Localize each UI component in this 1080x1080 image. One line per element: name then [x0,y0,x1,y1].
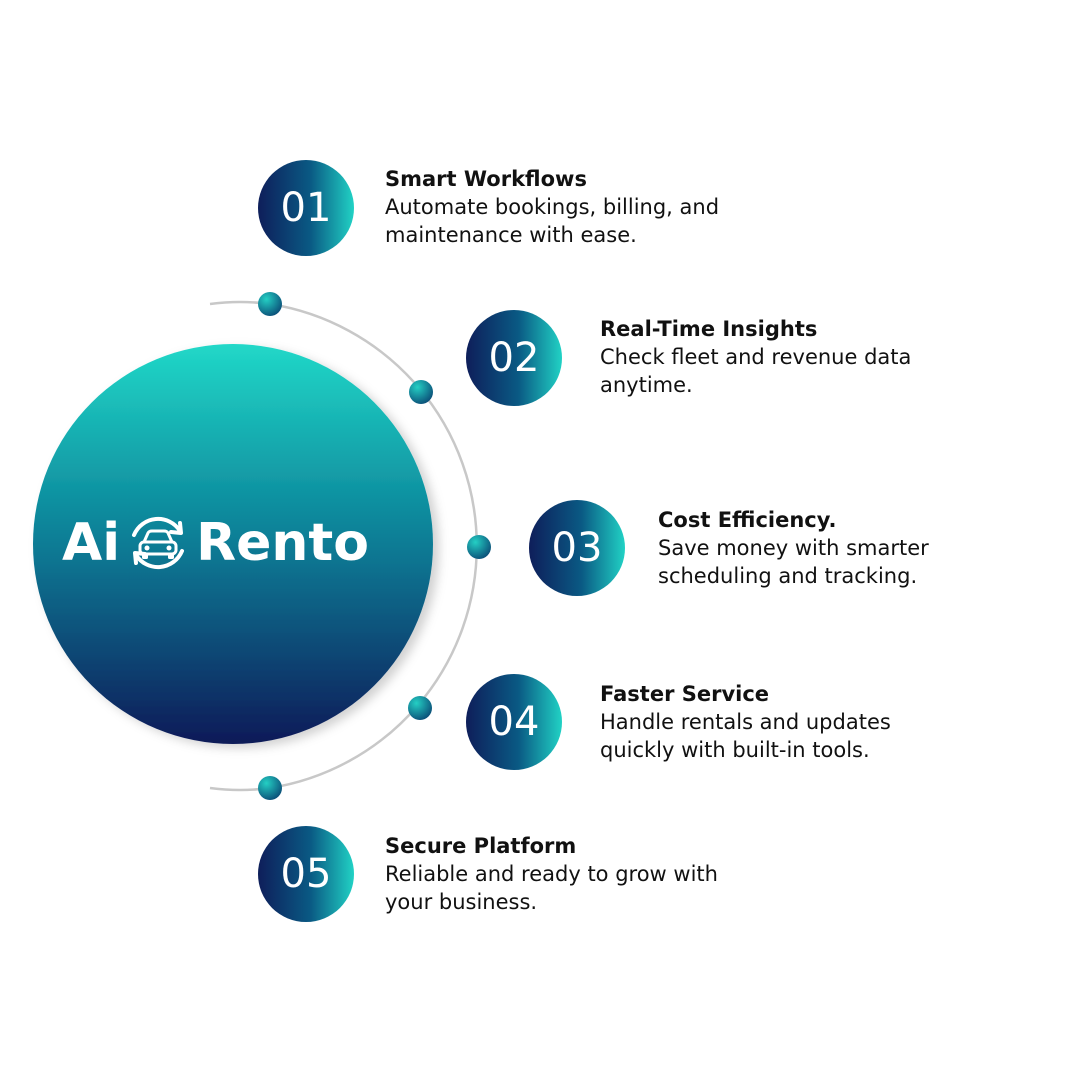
orbit-dot-2 [409,380,433,404]
step-title: Real-Time Insights [600,317,818,341]
step-number: 01 [280,185,332,231]
step-number: 02 [488,335,540,381]
step-desc-line: maintenance with ease. [385,223,637,247]
step-badge-05: 05 [258,826,354,922]
step-badge-02: 02 [466,310,562,406]
step-desc-line: anytime. [600,373,693,397]
step-desc-line: Reliable and ready to grow with [385,862,718,886]
step-title: Cost Efficiency. [658,508,837,532]
car-refresh-icon [132,516,185,570]
step-number: 04 [488,699,540,745]
brand-word-rento: Rento [196,513,369,573]
step-number: 05 [280,851,332,897]
step-number: 03 [551,525,603,571]
orbit-dot-5 [258,776,282,800]
step-badge-03: 03 [529,500,625,596]
step-desc-line: Check fleet and revenue data [600,345,912,369]
step-text-02: Real-Time Insights Check fleet and reven… [600,315,1020,399]
orbit-dot-1 [258,292,282,316]
brand-word-ai: Ai [62,513,121,573]
step-title: Smart Workflows [385,167,587,191]
step-text-04: Faster Service Handle rentals and update… [600,680,1020,764]
step-desc-line: scheduling and tracking. [658,564,918,588]
step-desc-line: Save money with smarter [658,536,929,560]
step-title: Secure Platform [385,834,577,858]
step-desc-line: Automate bookings, billing, and [385,195,720,219]
step-text-01: Smart Workflows Automate bookings, billi… [385,165,805,249]
step-badge-01: 01 [258,160,354,256]
step-desc-line: quickly with built-in tools. [600,738,870,762]
step-title: Faster Service [600,682,770,706]
brand-logo: Ai Rento [62,505,392,581]
step-desc-line: your business. [385,890,538,914]
step-desc-line: Handle rentals and updates [600,710,891,734]
step-text-03: Cost Efficiency. Save money with smarter… [658,506,1078,590]
orbit-dot-4 [408,696,432,720]
orbit-dot-3 [467,535,491,559]
hub-circle [33,344,433,744]
step-badge-04: 04 [466,674,562,770]
step-text-05: Secure Platform Reliable and ready to gr… [385,832,805,916]
